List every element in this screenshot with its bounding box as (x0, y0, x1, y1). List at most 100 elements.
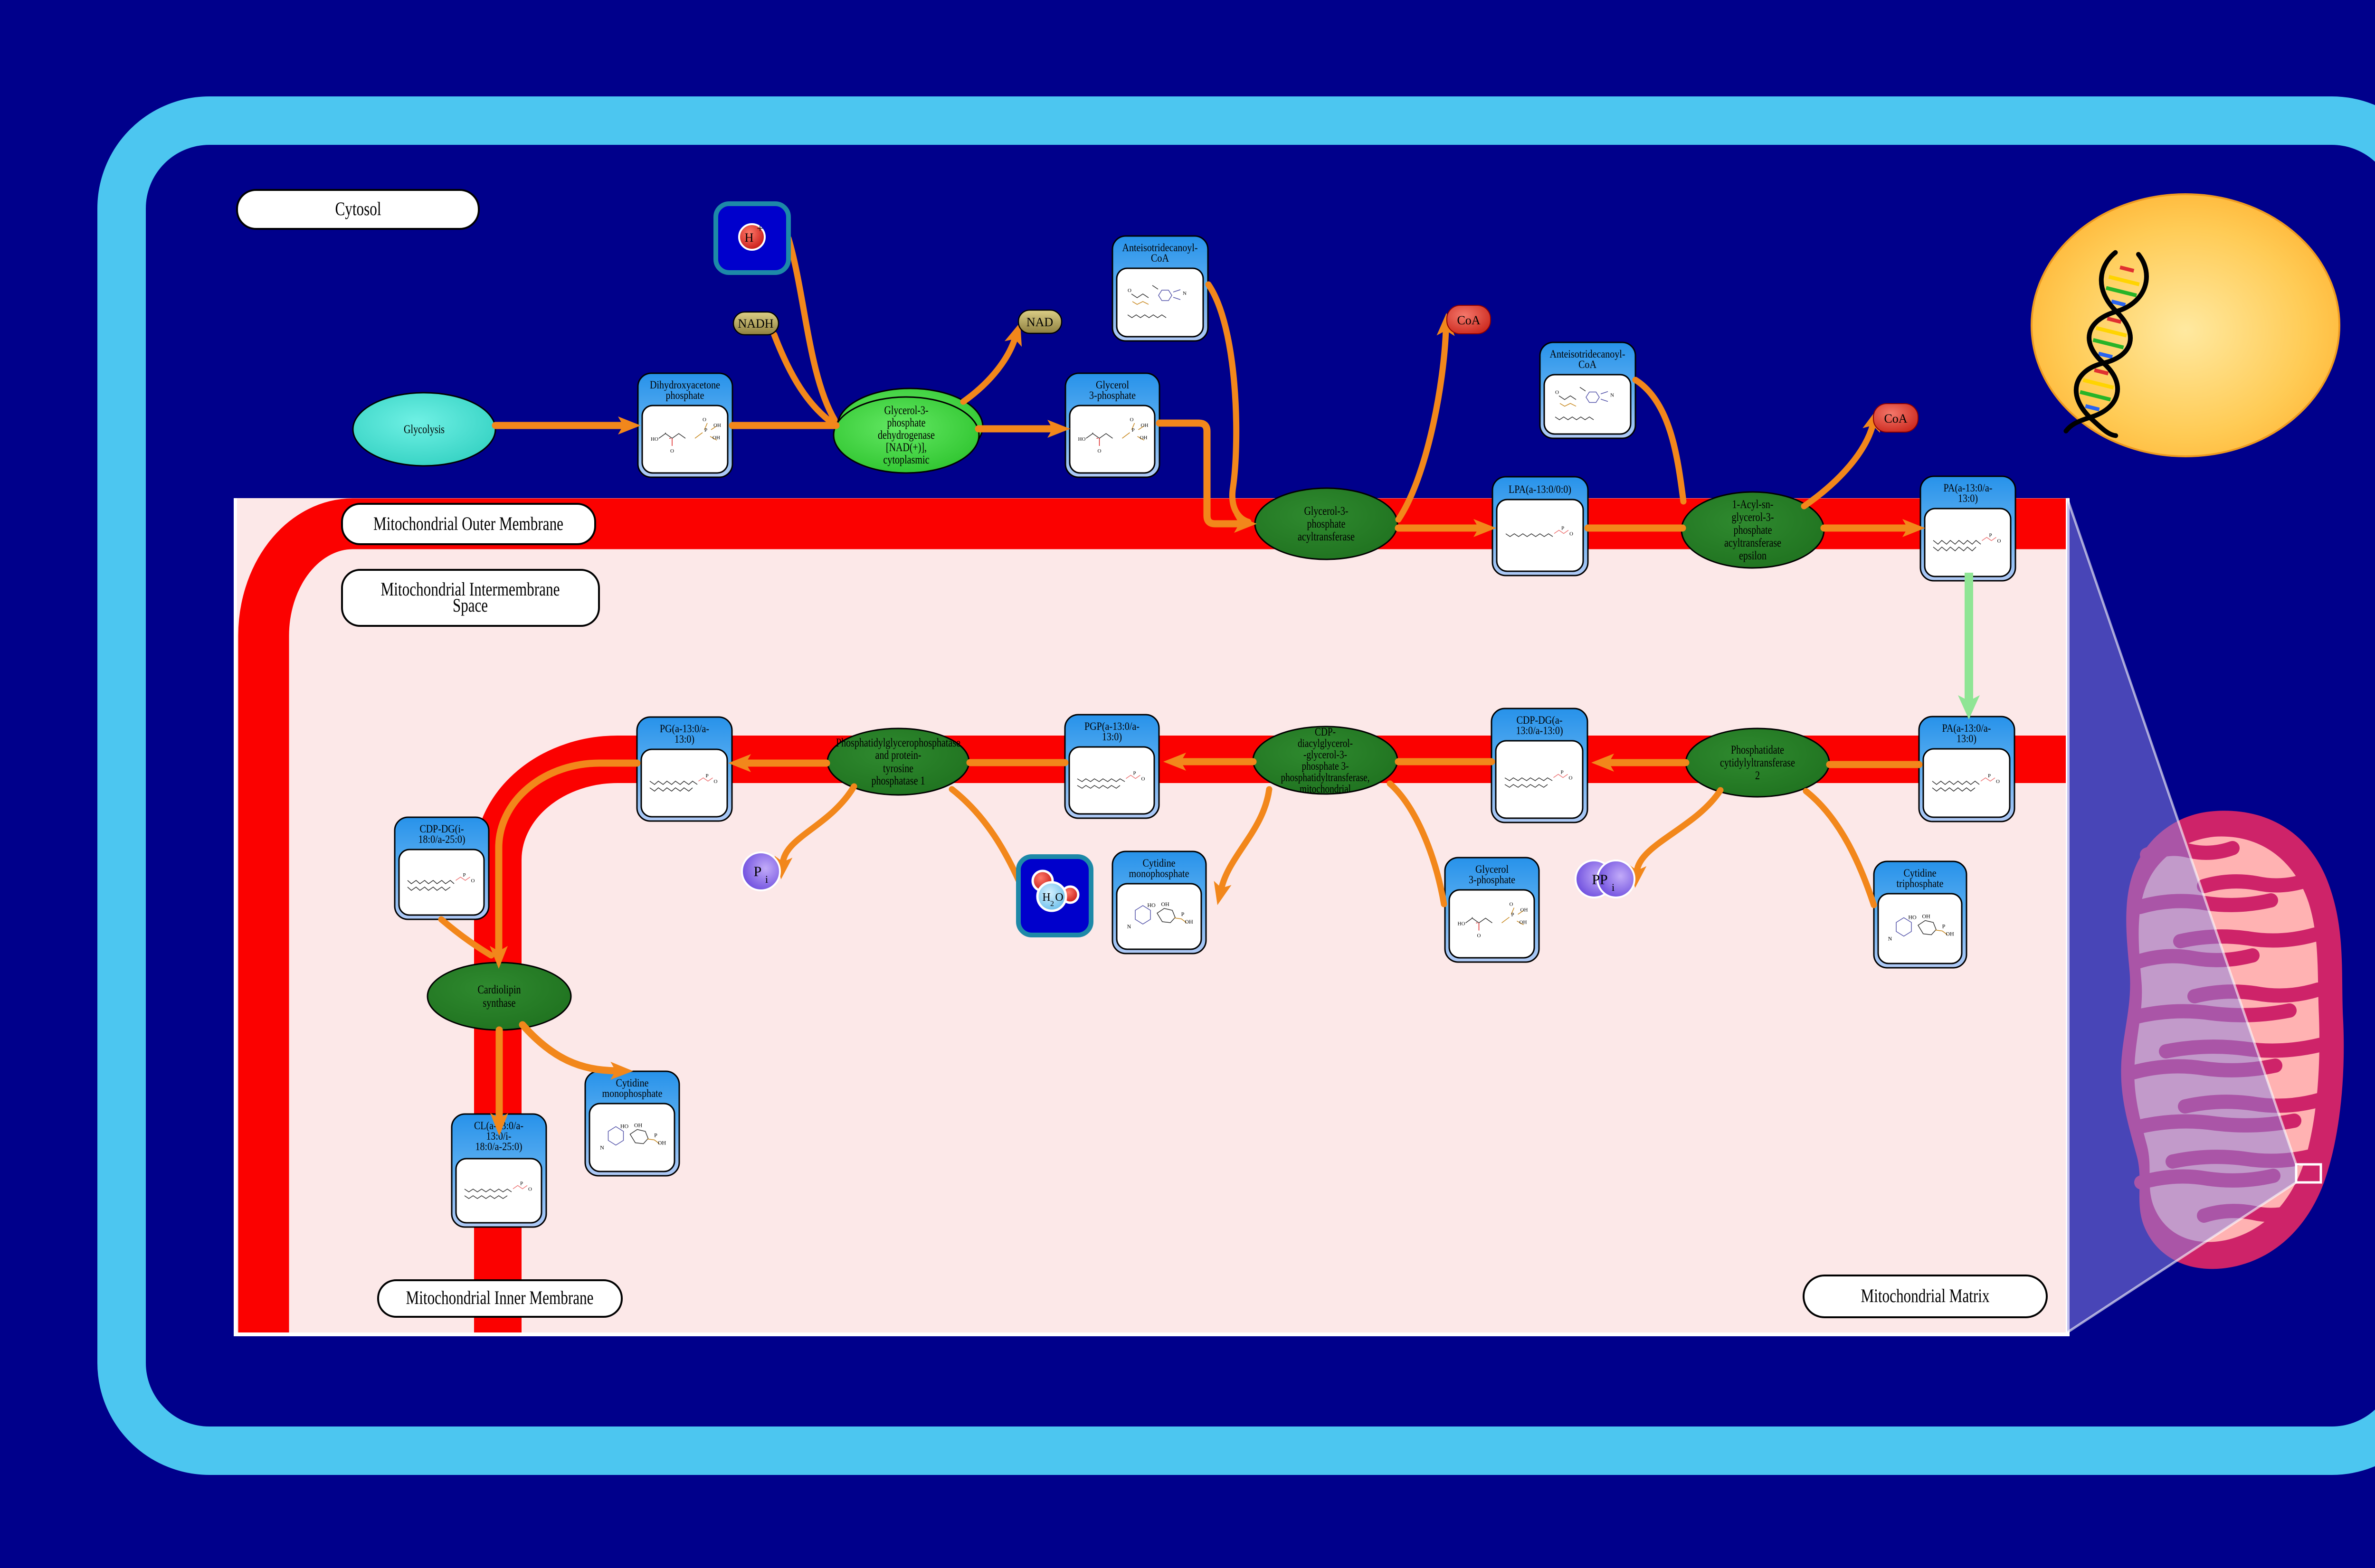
svg-text:P: P (1988, 773, 1991, 779)
svg-text:tyrosine: tyrosine (883, 762, 913, 775)
svg-text:HO: HO (651, 436, 658, 442)
svg-text:i: i (1612, 881, 1615, 893)
svg-text:P: P (1989, 533, 1992, 538)
svg-text:OH: OH (1922, 913, 1930, 920)
svg-text:OH: OH (1161, 901, 1169, 907)
svg-text:NADH: NADH (738, 317, 773, 331)
svg-text:OH: OH (713, 423, 721, 428)
svg-text:13:0): 13:0) (674, 733, 694, 745)
svg-text:Glycerol-3-: Glycerol-3- (884, 404, 929, 417)
svg-text:2: 2 (1755, 769, 1760, 782)
svg-text:monophosphate: monophosphate (1129, 868, 1189, 879)
svg-text:phosphate: phosphate (1307, 518, 1346, 530)
svg-text:H: H (1042, 891, 1050, 904)
svg-text:phosphate 3-: phosphate 3- (1302, 760, 1349, 773)
svg-text:LPA(a-13:0/0:0): LPA(a-13:0/0:0) (1509, 483, 1571, 495)
svg-text:Mitochondrial Inner Membrane: Mitochondrial Inner Membrane (406, 1287, 594, 1308)
svg-text:N: N (1183, 291, 1187, 296)
svg-text:Cytidine: Cytidine (1904, 867, 1937, 879)
svg-text:cytidylyltransferase: cytidylyltransferase (1720, 756, 1795, 769)
svg-text:HO: HO (1147, 902, 1156, 908)
svg-text:13:0/a-13:0): 13:0/a-13:0) (1516, 725, 1563, 737)
svg-text:Phosphatidate: Phosphatidate (1731, 744, 1784, 756)
svg-text:3-phosphate: 3-phosphate (1469, 874, 1515, 886)
svg-text:monophosphate: monophosphate (602, 1087, 663, 1099)
svg-text:Cytidine: Cytidine (1143, 857, 1176, 869)
svg-text:diacylglycerol-: diacylglycerol- (1298, 737, 1353, 750)
svg-text:HO: HO (620, 1123, 629, 1130)
svg-text:OH: OH (1185, 918, 1193, 925)
svg-text:phosphate: phosphate (1734, 524, 1772, 537)
svg-text:P: P (1511, 912, 1514, 918)
svg-text:P: P (520, 1181, 523, 1187)
svg-text:O: O (528, 1187, 532, 1192)
svg-text:O: O (1997, 538, 2001, 544)
svg-text:2: 2 (1050, 900, 1054, 908)
svg-text:N: N (1888, 935, 1892, 942)
svg-text:triphosphate: triphosphate (1897, 878, 1944, 889)
svg-text:13:0): 13:0) (1958, 492, 1978, 504)
svg-text:P: P (1561, 526, 1564, 531)
svg-text:Phosphatidylglycerophosphatase: Phosphatidylglycerophosphatase (836, 737, 960, 749)
svg-text:OH: OH (1520, 920, 1527, 926)
svg-text:Mitochondrial Intermembrane: Mitochondrial Intermembrane (381, 578, 560, 600)
svg-text:CoA: CoA (1578, 359, 1596, 370)
svg-text:HO: HO (1078, 436, 1086, 442)
svg-text:dehydrogenase: dehydrogenase (878, 429, 935, 442)
svg-text:phosphatase 1: phosphatase 1 (872, 775, 925, 787)
svg-text:H: H (745, 231, 754, 245)
svg-text:CoA: CoA (1884, 412, 1907, 425)
svg-text:glycerol-3-: glycerol-3- (1732, 511, 1774, 524)
svg-text:OH: OH (712, 435, 720, 441)
svg-text:O: O (1510, 902, 1513, 907)
svg-text:and protein-: and protein- (875, 749, 922, 762)
svg-text:P: P (1560, 770, 1563, 775)
svg-text:1-Acyl-sn-: 1-Acyl-sn- (1732, 498, 1774, 511)
svg-text:Cardiolipin: Cardiolipin (478, 983, 521, 996)
svg-text:N: N (1127, 923, 1131, 930)
svg-text:O: O (1130, 417, 1134, 423)
svg-text:P: P (463, 872, 466, 878)
svg-text:Anteisotridecanoyl-: Anteisotridecanoyl- (1550, 348, 1625, 360)
svg-text:CDP-DG(i-: CDP-DG(i- (420, 823, 464, 835)
svg-text:O: O (1477, 933, 1481, 939)
svg-text:PP: PP (1592, 872, 1607, 888)
svg-text:acyltransferase: acyltransferase (1298, 530, 1355, 543)
svg-text:epsilon: epsilon (1739, 549, 1767, 562)
svg-text:phosphate: phosphate (666, 389, 704, 401)
svg-text:OH: OH (634, 1122, 643, 1129)
svg-text:O: O (703, 417, 706, 423)
svg-text:PA(a-13:0/a-: PA(a-13:0/a- (1944, 482, 1993, 494)
svg-text:PGP(a-13:0/a-: PGP(a-13:0/a- (1084, 720, 1140, 732)
svg-text:Glycerol: Glycerol (1475, 863, 1509, 875)
svg-text:P: P (705, 773, 708, 779)
svg-text:+: + (757, 223, 763, 235)
svg-text:[NAD(+)],: [NAD(+)], (886, 441, 927, 454)
svg-text:P: P (1133, 771, 1136, 776)
svg-text:mitochondrial: mitochondrial (1300, 783, 1351, 795)
svg-text:CDP-DG(a-: CDP-DG(a- (1517, 714, 1563, 726)
svg-text:OH: OH (1946, 931, 1954, 937)
svg-text:phosphatidyltransferase,: phosphatidyltransferase, (1281, 772, 1370, 784)
svg-text:Glycerol-3-: Glycerol-3- (1304, 505, 1349, 518)
svg-text:Mitochondrial Outer Membrane: Mitochondrial Outer Membrane (373, 513, 563, 534)
svg-text:O: O (1569, 775, 1573, 781)
svg-text:CoA: CoA (1457, 313, 1480, 327)
svg-text:O: O (1128, 288, 1131, 293)
svg-text:P: P (1942, 923, 1946, 930)
svg-text:Dihydroxyacetone: Dihydroxyacetone (650, 379, 720, 391)
svg-text:O: O (714, 779, 718, 784)
svg-text:O: O (1141, 776, 1145, 782)
svg-text:phosphate: phosphate (887, 416, 926, 429)
svg-text:O: O (471, 878, 475, 884)
svg-text:HO: HO (1458, 921, 1465, 927)
svg-text:Space: Space (453, 595, 488, 616)
svg-text:O: O (1555, 390, 1559, 396)
svg-text:P: P (754, 864, 762, 879)
svg-text:O: O (670, 448, 674, 454)
svg-text:Glycolysis: Glycolysis (404, 423, 445, 436)
svg-text:OH: OH (1140, 435, 1148, 441)
svg-text:13:0): 13:0) (1102, 731, 1122, 743)
svg-text:O: O (1055, 891, 1063, 904)
svg-text:N: N (1610, 393, 1614, 398)
